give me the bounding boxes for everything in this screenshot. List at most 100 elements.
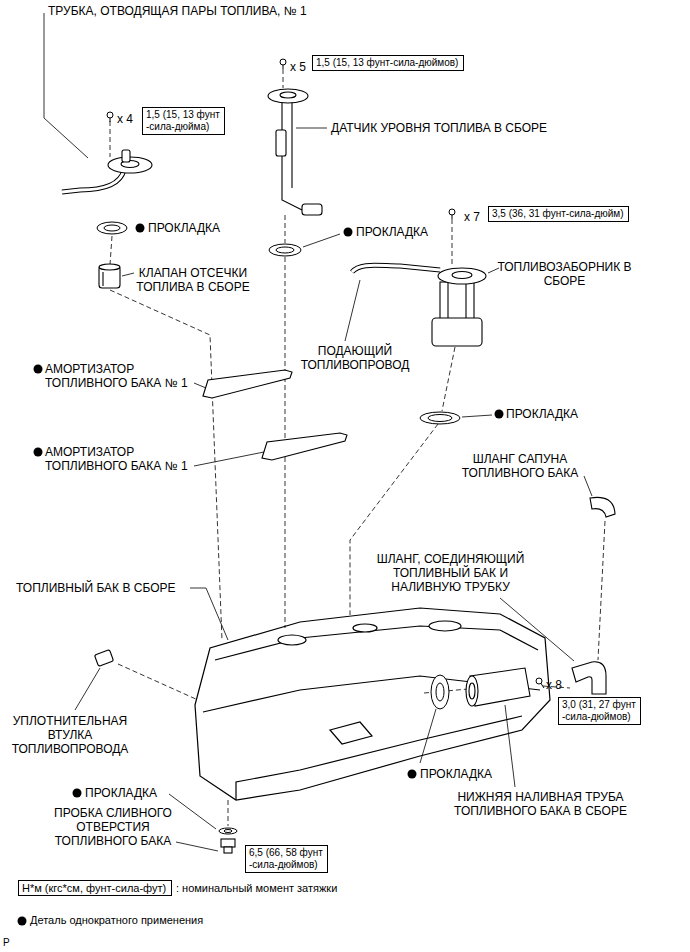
legend-text: : номинальный момент затяжки — [176, 882, 337, 895]
screw-icon — [449, 209, 455, 215]
torque-box: 1,5 (15, 13 фунт-сила-дюймов) — [312, 55, 464, 71]
install-line — [110, 236, 112, 265]
install-line — [442, 347, 455, 411]
part-label: АМОРТИЗАТОР ТОПЛИВНОГО БАКА № 1 — [45, 362, 205, 390]
single-use-mark — [408, 770, 417, 779]
leader-line — [194, 383, 206, 388]
single-use-mark — [34, 365, 43, 374]
part-label: ПРОКЛАДКА — [85, 786, 157, 800]
leader-line — [462, 415, 492, 417]
install-line — [283, 69, 284, 88]
leader-line — [194, 452, 264, 466]
leader-line — [190, 588, 228, 640]
filler-pipe — [470, 668, 530, 706]
screw-icon — [107, 112, 113, 118]
figure-code: P — [3, 936, 10, 950]
vapor-pipe — [62, 170, 124, 192]
part-label: ПРОКЛАДКА — [148, 221, 220, 235]
fuel-pump — [352, 265, 486, 346]
single-use-mark — [18, 917, 27, 926]
torque-value: 3,0 (31, 27 фунт -сила-дюймов) — [562, 699, 636, 722]
install-line — [228, 800, 229, 826]
filler-pipe — [469, 683, 475, 699]
install-line — [285, 215, 286, 243]
cut-off-valve — [99, 264, 120, 288]
drain-plug — [221, 839, 235, 847]
leader-line — [505, 705, 515, 787]
screw-icon — [280, 59, 286, 65]
part-label: ДАТЧИК УРОВНЯ ТОПЛИВА В СБОРЕ — [331, 121, 547, 135]
single-use-mark — [73, 789, 82, 798]
vapor-pipe — [62, 150, 152, 192]
tank-cushion — [203, 370, 292, 398]
leader-line — [345, 280, 360, 341]
part-label: ПРОКЛАДКА — [506, 407, 578, 421]
part-label: КЛАПАН ОТСЕЧКИ ТОПЛИВА В СБОРЕ — [128, 266, 258, 294]
legend-torque-box: Н*м (кгс*см, фунт-сила-фут) — [18, 880, 172, 896]
fuel-pump — [352, 265, 440, 272]
torque-box: 1,5 (15, 13 фунт -сила-дюйма) — [142, 107, 225, 135]
install-line — [598, 521, 605, 660]
drain-plug — [221, 839, 235, 853]
filler-hose — [572, 662, 606, 694]
single-use-mark — [136, 224, 145, 233]
gasket — [428, 415, 452, 422]
vapor-pipe — [62, 170, 124, 192]
fuel-pump — [466, 282, 474, 322]
filler-pipe — [466, 676, 478, 706]
gasket — [219, 828, 237, 834]
fuel-pump — [440, 282, 448, 322]
gasket — [436, 683, 444, 701]
fuel-tank — [195, 608, 550, 800]
fuel-pump — [438, 268, 486, 284]
torque-value: 1,5 (15, 13 фунт -сила-дюйма) — [146, 109, 220, 132]
torque-box: 3,0 (31, 27 фунт -сила-дюймов) — [558, 697, 641, 725]
fuel-level-gauge — [280, 92, 296, 98]
gasket — [224, 830, 232, 833]
filler-pipe — [466, 668, 530, 706]
torque-box: 6,5 (66, 58 фунт -сила-дюймов) — [245, 845, 328, 873]
filler-hose — [572, 662, 606, 694]
fuel-line-grommet — [94, 650, 113, 667]
cut-off-valve — [102, 272, 103, 286]
fuel-tank — [353, 624, 377, 632]
part-label: ТОПЛИВОЗАБОРНИК В СБОРЕ — [497, 260, 632, 288]
vapor-pipe — [122, 150, 130, 162]
fuel-tank — [330, 722, 372, 744]
fuel-tank — [278, 635, 306, 645]
leader-line — [169, 794, 216, 829]
legend-text: Деталь однократного применения — [30, 914, 203, 927]
leader-line — [584, 476, 592, 496]
install-line — [118, 664, 198, 700]
part-label: УПЛОТНИТЕЛЬНАЯ ВТУЛКА ТОПЛИВОПРОВОДА — [6, 714, 134, 756]
torque-value: 6,5 (66, 58 фунт -сила-дюймов) — [249, 847, 323, 870]
screw-icon — [536, 678, 542, 684]
tank-cushion — [262, 433, 347, 460]
install-line — [110, 121, 111, 157]
gasket — [276, 247, 294, 253]
install-line — [452, 219, 453, 267]
fuel-pump — [452, 272, 472, 279]
part-label: НИЖНЯЯ НАЛИВНАЯ ТРУБА ТОПЛИВНОГО БАКА В … — [448, 790, 633, 818]
breather-hose — [590, 497, 615, 517]
leader-line — [303, 234, 340, 247]
leader-line — [75, 668, 100, 710]
part-label: ТРУБКА, ОТВОДЯЩАЯ ПАРЫ ТОПЛИВА, № 1 — [48, 4, 307, 18]
fuel-line-grommet — [94, 650, 113, 667]
torque-box: 3,5 (36, 31 фунт-сила-дюйм) — [488, 206, 629, 222]
part-label: ТОПЛИВНЫЙ БАК В СБОРЕ — [16, 581, 176, 595]
part-label: ШЛАНГ САПУНА ТОПЛИВНОГО БАКА — [440, 452, 600, 480]
part-label: ПРОБКА СЛИВНОГО ОТВЕРСТИЯ ТОПЛИВНОГО БАК… — [48, 806, 178, 848]
bolt-count: x 8 — [546, 678, 562, 692]
gasket — [97, 222, 127, 234]
leader-line — [296, 128, 327, 129]
fuel-tank — [429, 621, 461, 631]
single-use-mark — [495, 410, 504, 419]
fuel-level-gauge — [291, 102, 292, 188]
bolt-count: x 4 — [117, 112, 133, 126]
gasket — [269, 244, 301, 256]
leader-line — [420, 709, 436, 763]
leader-line — [44, 13, 88, 158]
part-label: ПОДАЮЩИЙ ТОПЛИВОПРОВОД — [290, 344, 420, 372]
leader-line — [500, 598, 574, 661]
